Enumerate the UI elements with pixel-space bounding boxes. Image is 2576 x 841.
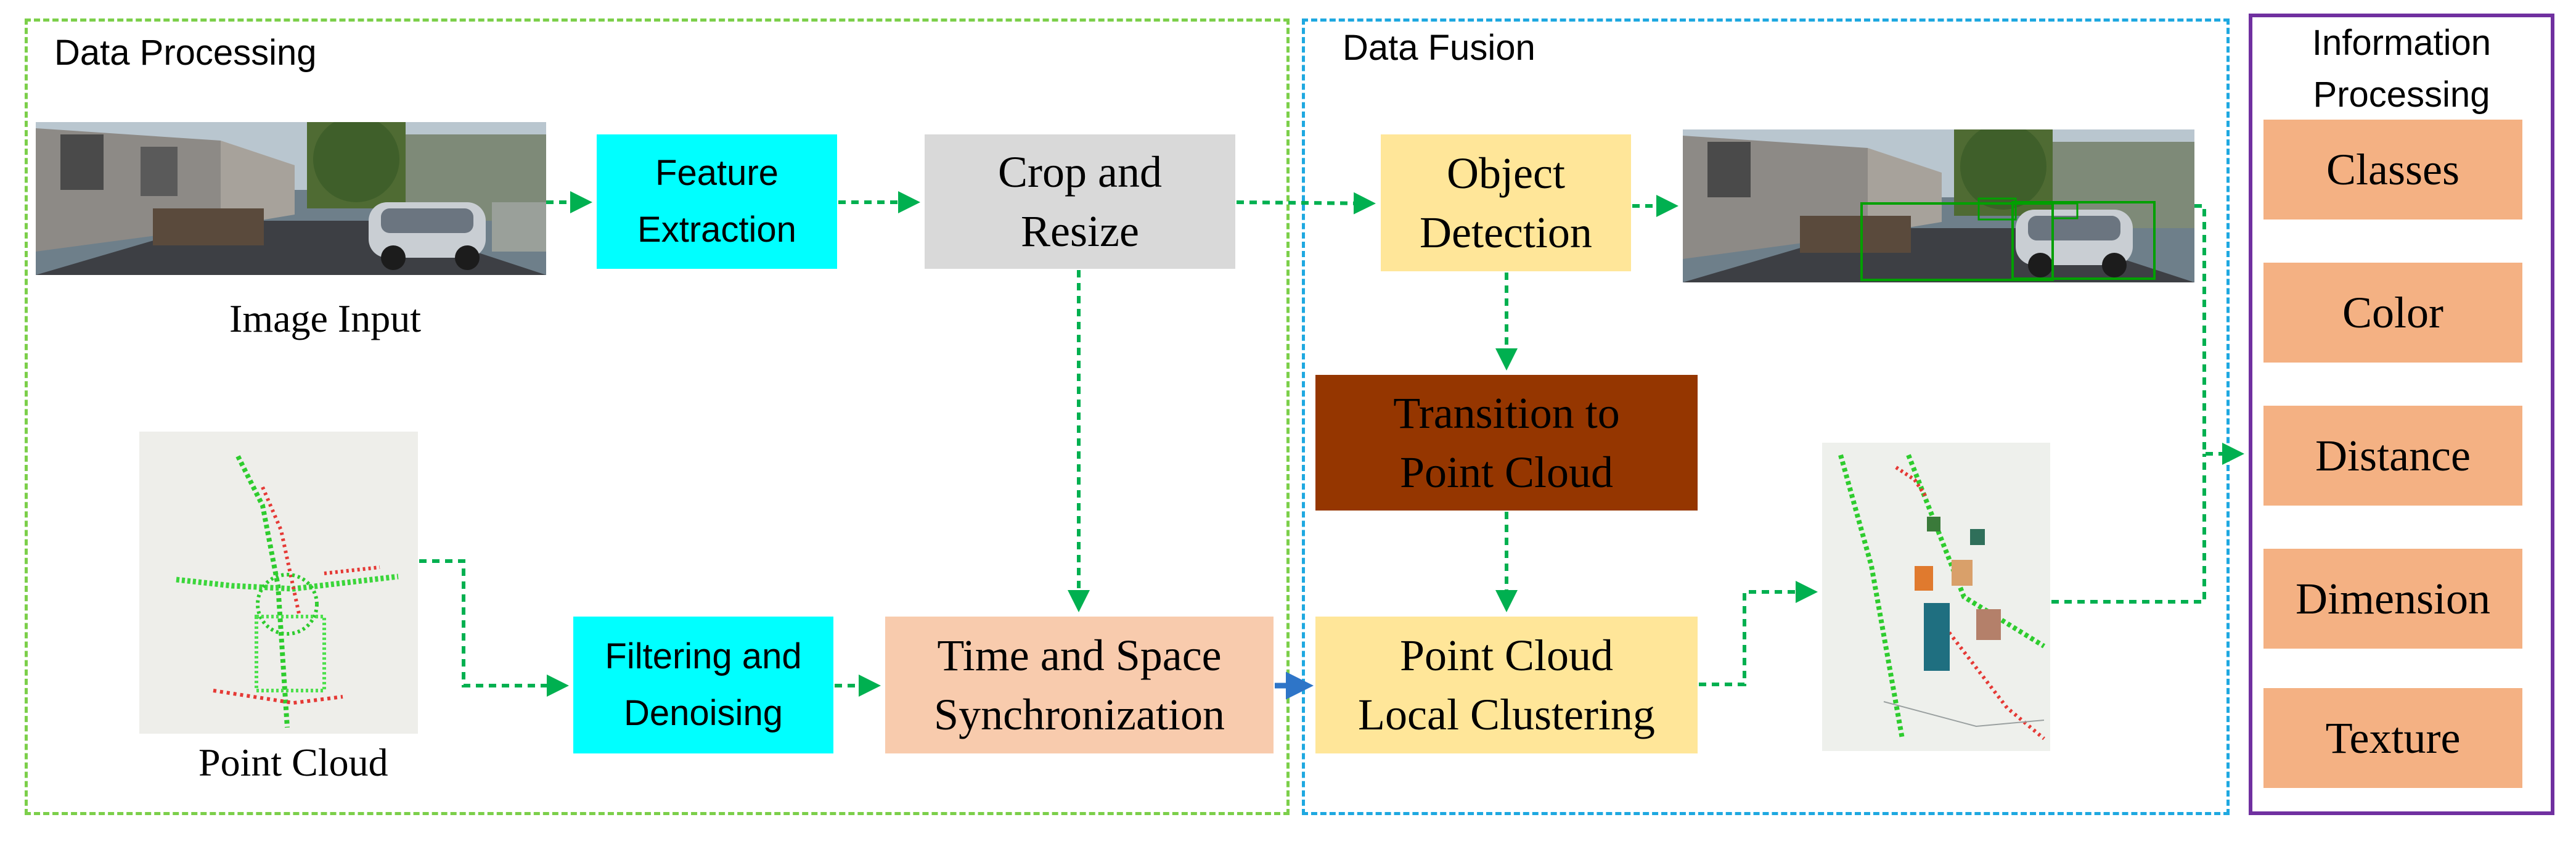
output-dimension-label: Dimension (2296, 574, 2490, 623)
local-clustering-label: Point Cloud Local Clustering (1358, 631, 1655, 739)
data-fusion-panel (1302, 18, 2230, 815)
image-input-photo (36, 122, 546, 275)
time-space-sync-box: Time and Space Synchronization (885, 617, 1274, 753)
local-clustering-box: Point Cloud Local Clustering (1315, 617, 1698, 753)
filtering-denoising-label: Filtering and Denoising (605, 636, 802, 733)
output-classes-label: Classes (2326, 145, 2459, 194)
object-detection-box: Object Detection (1381, 134, 1631, 271)
data-fusion-title: Data Fusion (1343, 28, 1535, 68)
arrow-result-to-outputs (2194, 204, 2244, 465)
crop-resize-label: Crop and Resize (998, 147, 1162, 256)
information-processing-panel (2249, 14, 2554, 815)
detection-result-photo (1683, 129, 2194, 282)
output-dimension-box: Dimension (2263, 549, 2522, 649)
point-cloud-photo (139, 432, 418, 734)
street-scene-graphic (36, 122, 546, 275)
information-processing-title: Information Processing (2312, 23, 2492, 115)
image-input-caption: Image Input (229, 297, 421, 340)
output-color-box: Color (2263, 263, 2522, 363)
output-distance-box: Distance (2263, 406, 2522, 506)
data-processing-panel (25, 18, 1290, 815)
output-texture-label: Texture (2325, 713, 2461, 763)
feature-extraction-label: Feature Extraction (637, 153, 796, 250)
point-cloud-caption: Point Cloud (198, 740, 388, 784)
clustered-point-cloud-photo (1822, 443, 2050, 751)
filtering-denoising-box: Filtering and Denoising (573, 617, 833, 753)
output-classes-box: Classes (2263, 120, 2522, 219)
data-processing-title: Data Processing (54, 33, 317, 73)
crop-resize-box: Crop and Resize (925, 134, 1235, 269)
object-detection-label: Object Detection (1420, 149, 1592, 257)
arrow-clustering-to-cloud (1699, 581, 1818, 686)
output-color-label: Color (2342, 288, 2443, 337)
arrow-crop-to-detection (1236, 192, 1376, 215)
clustered-cloud-graphic (1838, 454, 2046, 740)
transition-point-cloud-box: Transition to Point Cloud (1315, 375, 1698, 511)
feature-extraction-box: Feature Extraction (597, 134, 837, 269)
output-texture-box: Texture (2263, 688, 2522, 788)
time-space-sync-label: Time and Space Synchronization (934, 631, 1225, 739)
transition-point-cloud-label: Transition to Point Cloud (1393, 388, 1620, 497)
arrow-cloud-to-filter (419, 559, 569, 697)
output-distance-label: Distance (2315, 431, 2471, 480)
arrow-cloud-to-outputs (2051, 454, 2206, 604)
point-cloud-graphic (176, 455, 399, 728)
detection-scene-graphic (1683, 129, 2194, 282)
